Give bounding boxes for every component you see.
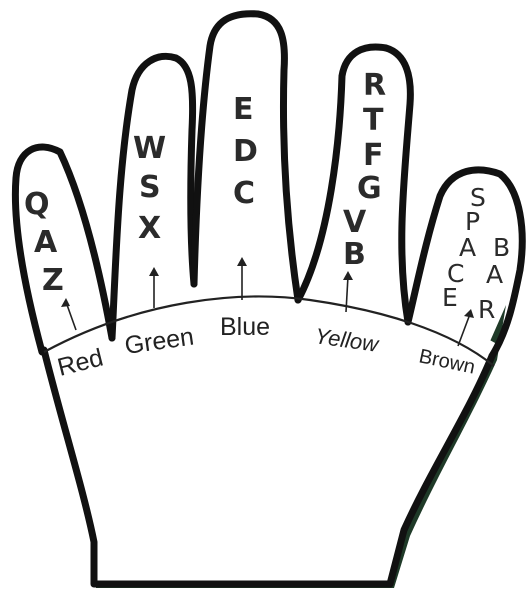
finger-letters-index: R T F G V B — [343, 68, 386, 272]
letter-space-p: P — [465, 207, 480, 236]
finger-letters-middle: E D C — [233, 92, 258, 211]
letter-z: Z — [42, 263, 64, 298]
letter-b: B — [343, 237, 366, 272]
letter-e: E — [233, 92, 254, 127]
letter-a: A — [34, 225, 58, 260]
letter-g: G — [357, 171, 382, 206]
letter-v: V — [343, 205, 367, 240]
letter-bar-b: B — [493, 233, 510, 262]
letter-bar-a: A — [486, 260, 503, 289]
letter-bar-r: R — [478, 295, 495, 324]
finger-letters-pinky: Q A Z — [24, 187, 64, 298]
letter-r: R — [363, 68, 386, 103]
finger-letters-thumb: S P A C E B A R — [442, 183, 510, 324]
letter-q: Q — [24, 187, 50, 222]
letter-w: W — [133, 131, 166, 166]
letter-d: D — [233, 134, 258, 169]
letter-x: X — [138, 211, 161, 246]
color-label-blue: Blue — [220, 313, 270, 341]
letter-space-e: E — [442, 283, 458, 312]
letter-s: S — [139, 170, 161, 205]
letter-space-a: A — [459, 233, 476, 262]
finger-letters-ring: W S X — [133, 131, 166, 246]
letter-f: F — [363, 138, 384, 173]
letter-c: C — [233, 176, 255, 211]
finger-index — [298, 47, 410, 322]
letter-t: T — [363, 103, 384, 138]
